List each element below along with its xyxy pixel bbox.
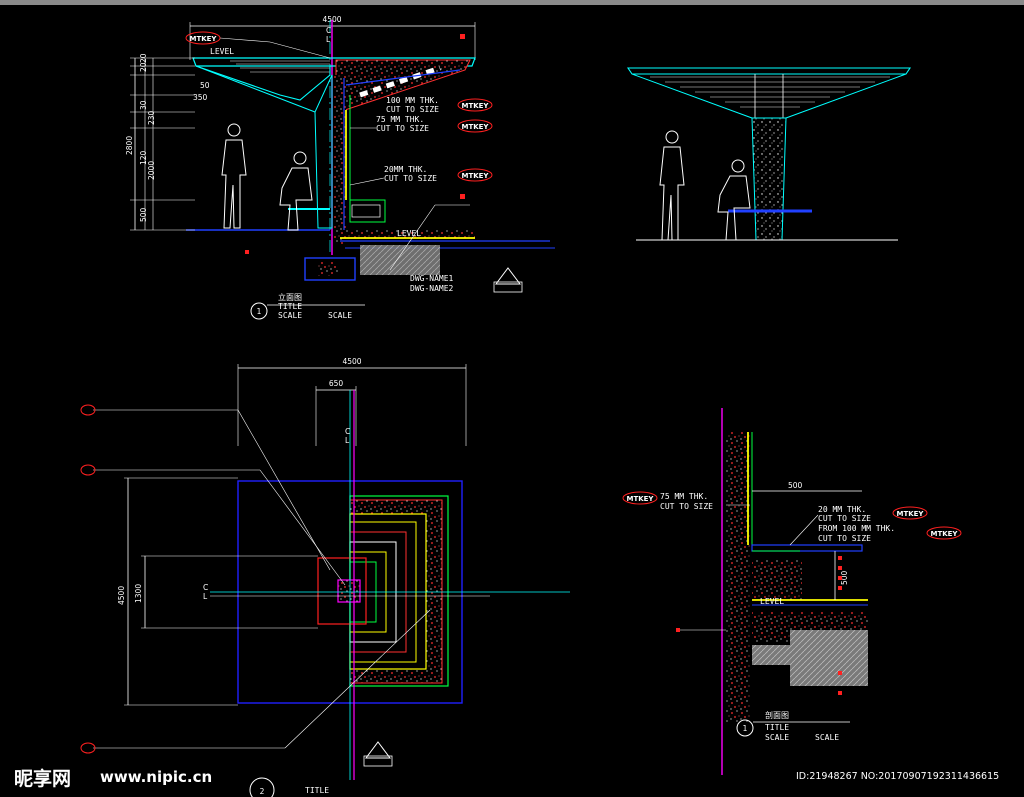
svg-text:500: 500 [840,570,849,585]
section-title-cn: 剖面图 [765,710,789,720]
elev-title-cn: 立面图 [278,292,302,302]
svg-text:SCALE: SCALE [815,733,839,742]
svg-text:4500: 4500 [342,357,361,366]
svg-text:CUT TO SIZE: CUT TO SIZE [660,502,713,511]
svg-text:4500: 4500 [117,586,126,605]
svg-text:SCALE: SCALE [765,733,789,742]
svg-text:MTKEY: MTKEY [461,123,489,131]
svg-text:MTKEY: MTKEY [461,102,489,110]
watermark-site: www.nipic.cn [100,768,213,786]
svg-text:L: L [203,592,208,601]
svg-text:L: L [326,35,331,44]
svg-text:350: 350 [193,93,208,102]
svg-text:SCALE: SCALE [328,311,352,320]
svg-text:75 MM THK.: 75 MM THK. [376,115,424,124]
watermark-id: ID:21948267 NO:20170907192311436615 [796,771,1000,782]
window-top-bar [0,0,1024,5]
elev-cl-label: C [326,26,331,35]
svg-text:2: 2 [260,787,265,796]
svg-text:C: C [203,583,208,592]
svg-text:CUT TO SIZE: CUT TO SIZE [376,124,429,133]
svg-text:500: 500 [788,481,803,490]
svg-text:DWG-NAME2: DWG-NAME2 [410,284,454,293]
svg-text:L: L [345,436,350,445]
svg-text:MTKEY: MTKEY [189,35,217,43]
svg-text:75 MM THK.: 75 MM THK. [660,492,708,501]
svg-text:CUT TO SIZE: CUT TO SIZE [818,534,871,543]
svg-text:20MM THK.: 20MM THK. [384,165,427,174]
svg-text:LEVEL: LEVEL [397,229,421,238]
svg-text:MTKEY: MTKEY [461,172,489,180]
svg-text:LEVEL: LEVEL [760,597,784,606]
svg-text:100 MM THK.: 100 MM THK. [386,96,439,105]
section-title: TITLE [765,723,789,732]
svg-text:CUT TO SIZE: CUT TO SIZE [818,514,871,523]
watermark-logo: 昵享网 [14,768,72,790]
svg-text:DWG-NAME1: DWG-NAME1 [410,274,454,283]
section-detail-view: 500 MTKEY 75 MM THK. CUT TO SIZE 20 MM T… [622,408,962,775]
svg-text:1: 1 [257,307,262,316]
svg-text:500: 500 [139,207,148,222]
svg-text:MTKEY: MTKEY [896,510,924,518]
side-elevation-view [626,67,912,241]
svg-text:20: 20 [139,53,148,63]
svg-text:30: 30 [139,100,148,110]
svg-text:2800: 2800 [125,136,134,155]
svg-text:CUT TO SIZE: CUT TO SIZE [384,174,437,183]
svg-text:50: 50 [200,81,210,90]
svg-text:2000: 2000 [147,161,156,180]
svg-text:C: C [345,427,350,436]
svg-text:MTKEY: MTKEY [930,530,958,538]
elevation-view: 4500 C L [125,15,555,320]
svg-text:LEVEL: LEVEL [210,47,234,56]
svg-text:230: 230 [147,110,156,125]
svg-text:1300: 1300 [134,584,143,603]
plan-title: TITLE [305,786,329,795]
elev-top-dim: 4500 [322,15,341,24]
svg-text:SCALE: SCALE [278,311,302,320]
mtkey-callout: MTKEY LEVEL [185,31,331,59]
svg-text:120: 120 [139,150,148,165]
svg-text:MTKEY: MTKEY [626,495,654,503]
plan-view: 4500 650 C L C L 4500 1300 [80,357,570,797]
svg-text:FROM 100 MM THK.: FROM 100 MM THK. [818,524,895,533]
svg-text:20: 20 [139,62,148,72]
svg-text:20 MM THK.: 20 MM THK. [818,505,866,514]
svg-text:1: 1 [743,724,748,733]
elev-title: TITLE [278,302,302,311]
svg-text:650: 650 [329,379,344,388]
svg-text:CUT TO SIZE: CUT TO SIZE [386,105,439,114]
